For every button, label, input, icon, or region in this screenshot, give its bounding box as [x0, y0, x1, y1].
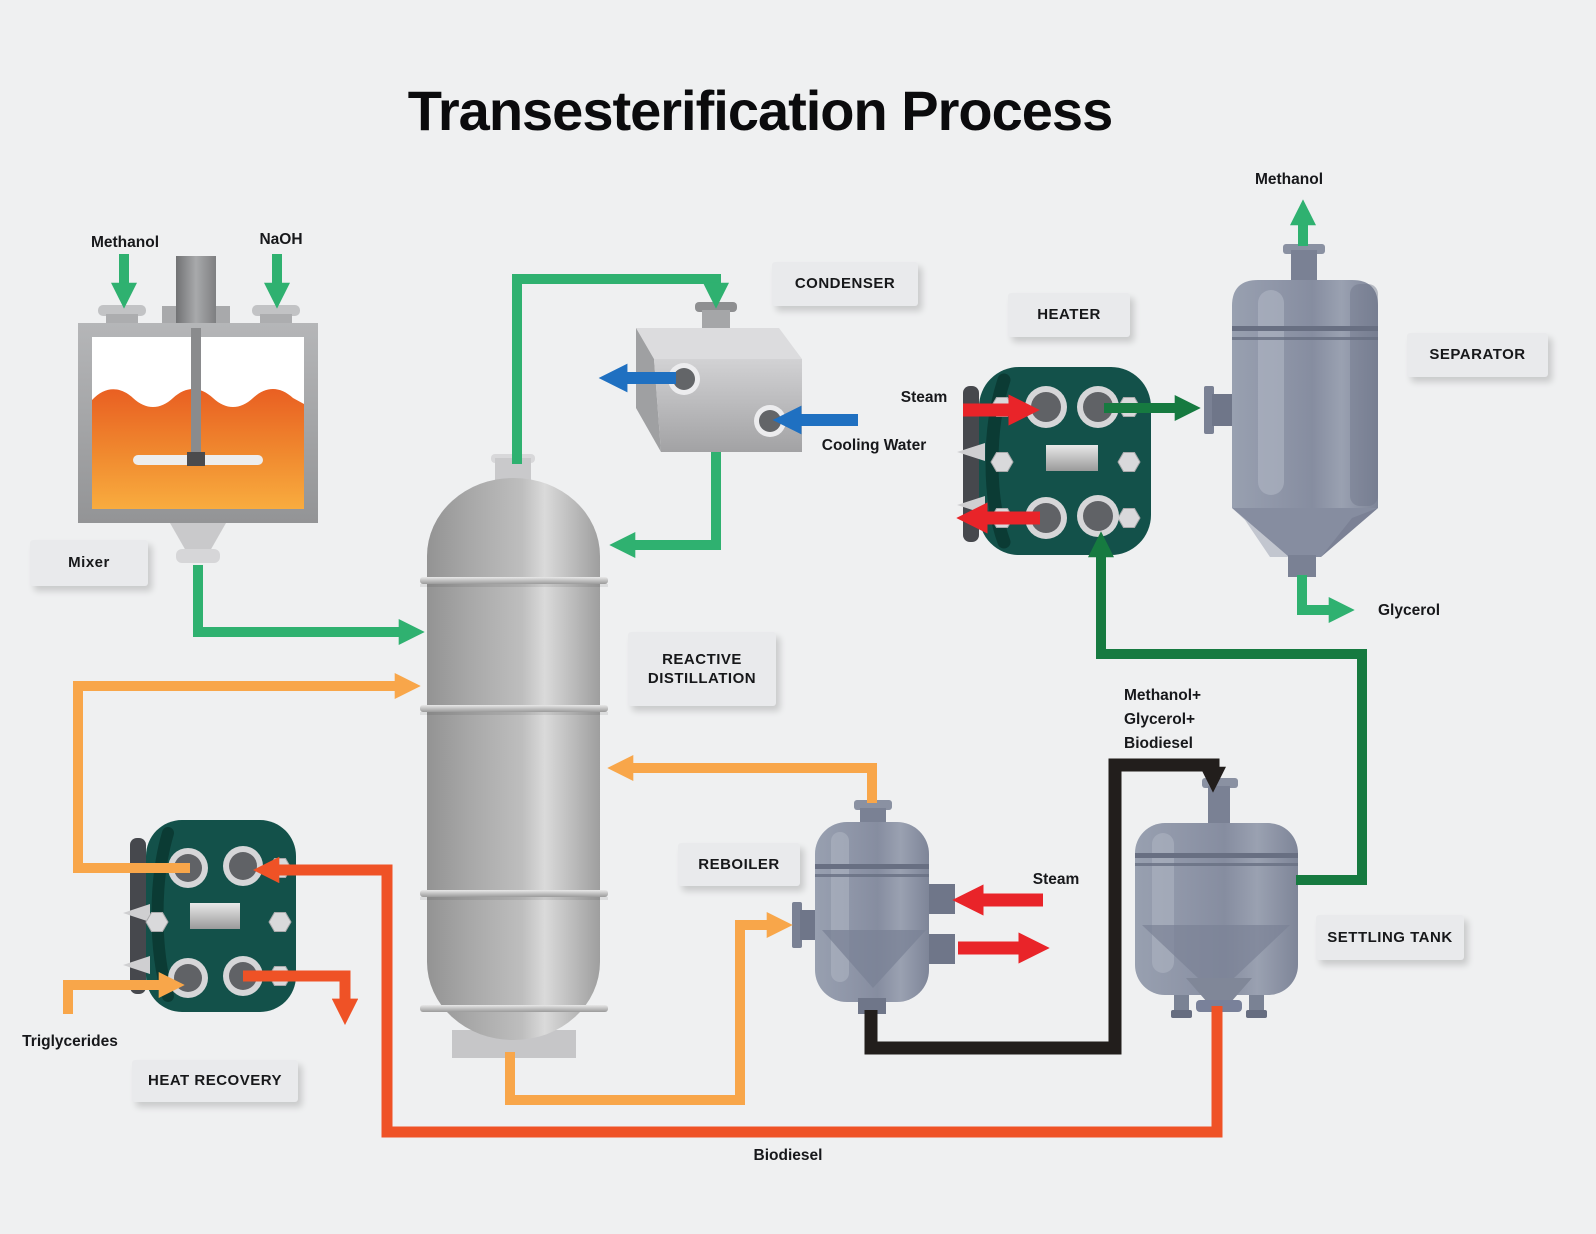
glycerol-label: Glycerol	[1377, 602, 1441, 619]
pipe-mixer-to-column	[193, 565, 425, 645]
settling-tank-label: SETTLING TANK	[1316, 915, 1464, 960]
reboiler-steam-out-stub	[927, 934, 955, 964]
naoh-feed-label: NaOH	[259, 231, 303, 248]
reboiler-vessel	[792, 800, 955, 1014]
separator-vessel	[1204, 244, 1378, 577]
separator-label: SEPARATOR	[1407, 333, 1548, 377]
column-bands	[420, 577, 608, 1012]
settling-tank-top-nozzle	[1208, 786, 1230, 826]
biodiesel-label: Biodiesel	[753, 1147, 823, 1164]
condenser-ports	[668, 363, 786, 437]
methanol-feed-label: Methanol	[90, 234, 160, 251]
pipe-reboiler-to-settling-tank	[864, 758, 1226, 1055]
mixed-product-label: Methanol+ Glycerol+ Biodiesel	[1124, 687, 1202, 753]
reactive-distillation-label: REACTIVE DISTILLATION	[628, 632, 776, 706]
steam-heater-label: Steam	[900, 389, 948, 406]
stirrer-shaft	[191, 328, 201, 458]
pipe-triglycerides-feed	[63, 972, 185, 1014]
separator-top-nozzle	[1291, 250, 1317, 282]
reboiler-label: REBOILER	[678, 843, 800, 886]
pipe-biodiesel-product-out	[243, 970, 359, 1026]
pipe-heat-recovery-to-column	[73, 673, 421, 873]
mixer-outlet-cone	[170, 523, 226, 551]
pipe-biodiesel-to-heat-recovery	[252, 856, 1223, 1138]
heat-recovery-label: HEAT RECOVERY	[132, 1060, 298, 1102]
pipe-settling-tank-to-heater	[1088, 531, 1367, 885]
pipe-separator-glycerol-out	[1297, 575, 1355, 623]
cooling-water-label: Cooling Water	[821, 437, 927, 454]
heater-label: HEATER	[1008, 293, 1130, 337]
stirrer-motor	[176, 256, 216, 328]
separator-cone	[1232, 508, 1378, 557]
pipe-column-to-condenser	[512, 274, 729, 464]
column-body	[427, 478, 600, 1040]
pipe-column-to-reboiler	[505, 912, 793, 1105]
condenser-vessel	[636, 302, 802, 452]
pipe-reboiler-to-column	[607, 755, 877, 803]
heater-ports	[1025, 386, 1119, 539]
heater-exchanger	[957, 367, 1151, 555]
settling-tank-vessel	[1135, 778, 1298, 1018]
flow-lines	[63, 199, 1367, 1138]
reactive-distillation-column	[420, 454, 608, 1058]
page-title: Transesterification Process	[407, 79, 1113, 142]
steam-reboiler-label: Steam	[1032, 871, 1080, 888]
mixer-label: Mixer	[30, 540, 148, 586]
methanol-recovered-label: Methanol	[1254, 171, 1324, 188]
condenser-label: CONDENSER	[772, 262, 918, 306]
pipe-condenser-to-column	[609, 452, 721, 558]
reboiler-steam-in-stub	[927, 884, 955, 914]
mixer-vessel	[78, 256, 318, 563]
separator-bottom-nozzle	[1288, 555, 1316, 577]
triglycerides-label: Triglycerides	[22, 1033, 118, 1050]
